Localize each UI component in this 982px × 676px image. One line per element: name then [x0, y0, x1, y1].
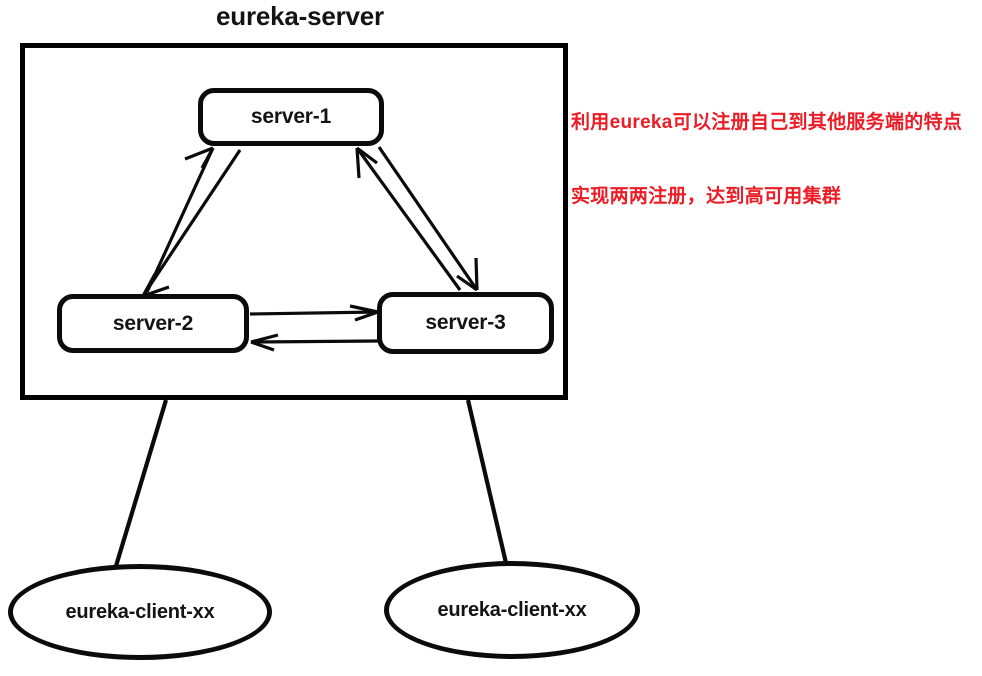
node-server-3[interactable]: server-3: [377, 292, 554, 354]
edge-container-to-client-2: [465, 399, 509, 564]
page-title: eureka-server: [216, 1, 384, 31]
annotation-block: 利用eureka可以注册自己到其他服务端的特点 实现两两注册，达到高可用集群: [571, 104, 971, 215]
node-server-2-label: server-2: [112, 311, 194, 335]
node-eureka-client-1-label: eureka-client-xx: [65, 600, 215, 623]
node-eureka-client-1[interactable]: eureka-client-xx: [8, 564, 272, 660]
node-server-2[interactable]: server-2: [57, 294, 249, 353]
edge-container-to-client-1: [113, 399, 169, 567]
node-server-1[interactable]: server-1: [198, 88, 384, 146]
annotation-note-2: 实现两两注册，达到高可用集群: [571, 186, 842, 207]
node-eureka-client-2[interactable]: eureka-client-xx: [384, 561, 640, 659]
node-eureka-client-2-label: eureka-client-xx: [437, 598, 587, 621]
eureka-server-container: [20, 43, 568, 400]
annotation-note-1: 利用eureka可以注册自己到其他服务端的特点: [571, 112, 963, 133]
node-server-1-label: server-1: [250, 105, 332, 128]
node-server-3-label: server-3: [425, 311, 506, 334]
